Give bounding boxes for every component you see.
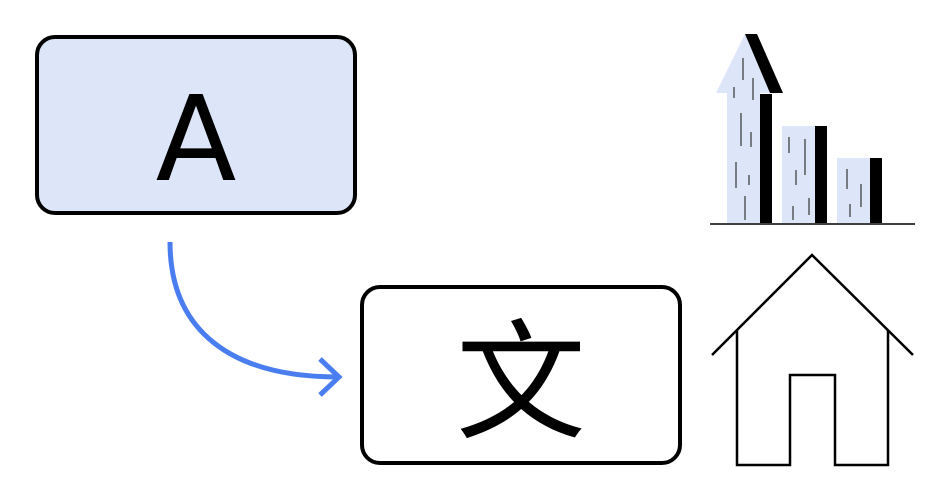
source-language-box: A: [35, 35, 357, 215]
house-icon: [711, 253, 914, 467]
target-language-box: 文: [360, 285, 682, 465]
target-character: 文: [456, 307, 586, 459]
translate-arrow: [167, 241, 343, 397]
growth-bar-chart-icon: [710, 34, 915, 225]
source-letter: A: [156, 70, 237, 208]
